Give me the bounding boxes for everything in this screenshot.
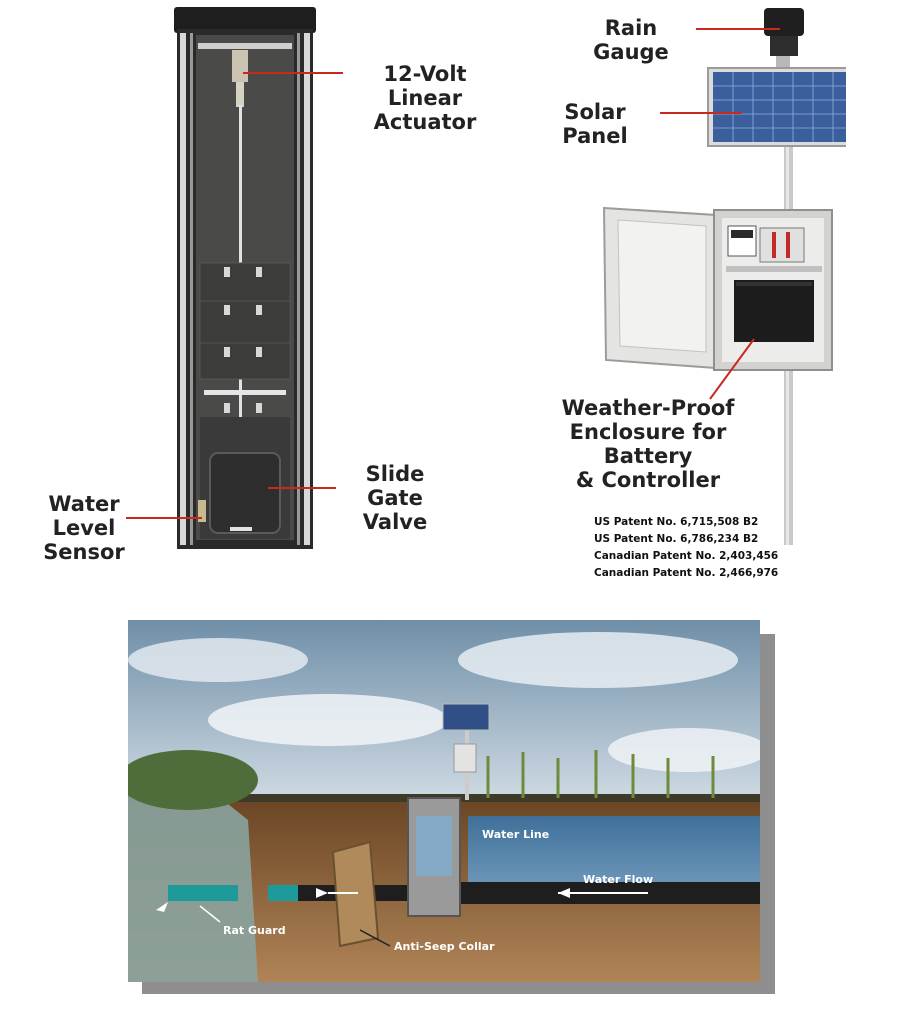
actuator-label-line1: 12-Volt Linear bbox=[383, 62, 467, 110]
water-level-label-line2: Sensor bbox=[43, 540, 125, 564]
enclosure-leader-line bbox=[709, 338, 755, 400]
slide-gate-label-line2: Valve bbox=[362, 510, 428, 534]
slide-gate-leader-line bbox=[268, 487, 336, 489]
controller-station-illustration bbox=[602, 8, 846, 545]
patent-2: US Patent No. 6,786,234 B2 bbox=[594, 533, 759, 545]
anti-seep-collar-label: Anti-Seep Collar bbox=[394, 940, 495, 953]
actuator-label-line2: Actuator bbox=[373, 110, 477, 134]
solar-panel-leader-line bbox=[660, 112, 742, 114]
water-level-leader-line bbox=[126, 517, 202, 519]
enclosure-label: Weather-Proof Enclosure for Battery & Co… bbox=[530, 396, 766, 492]
solar-panel-label: Solar Panel bbox=[562, 100, 628, 148]
slide-gate-label-line1: Slide Gate bbox=[365, 462, 425, 510]
actuator-leader-line bbox=[243, 72, 343, 74]
patent-list: US Patent No. 6,715,508 B2 US Patent No.… bbox=[594, 514, 778, 582]
rat-guard-label: Rat Guard bbox=[223, 924, 286, 937]
enclosure-label-line1: Weather-Proof bbox=[561, 396, 735, 420]
water-level-label: Water Level Sensor bbox=[14, 492, 154, 564]
patent-3: Canadian Patent No. 2,403,456 bbox=[594, 550, 779, 562]
rain-gauge-leader-line bbox=[696, 28, 780, 30]
water-flow-label: Water Flow bbox=[583, 873, 654, 886]
patent-1: US Patent No. 6,715,508 B2 bbox=[594, 516, 759, 528]
water-line-label: Water Line bbox=[482, 828, 550, 841]
gate-structure-illustration bbox=[174, 7, 316, 549]
field-cross-section bbox=[128, 620, 760, 982]
patent-4: Canadian Patent No. 2,466,976 bbox=[594, 567, 779, 579]
enclosure-label-line3: & Controller bbox=[575, 468, 721, 492]
enclosure-label-line2: Enclosure for Battery bbox=[569, 420, 727, 468]
rain-gauge-label: Rain Gauge bbox=[593, 16, 669, 64]
slide-gate-label: Slide Gate Valve bbox=[340, 462, 450, 534]
actuator-label: 12-Volt Linear Actuator bbox=[345, 62, 505, 134]
water-level-label-line1: Water Level bbox=[48, 492, 120, 540]
